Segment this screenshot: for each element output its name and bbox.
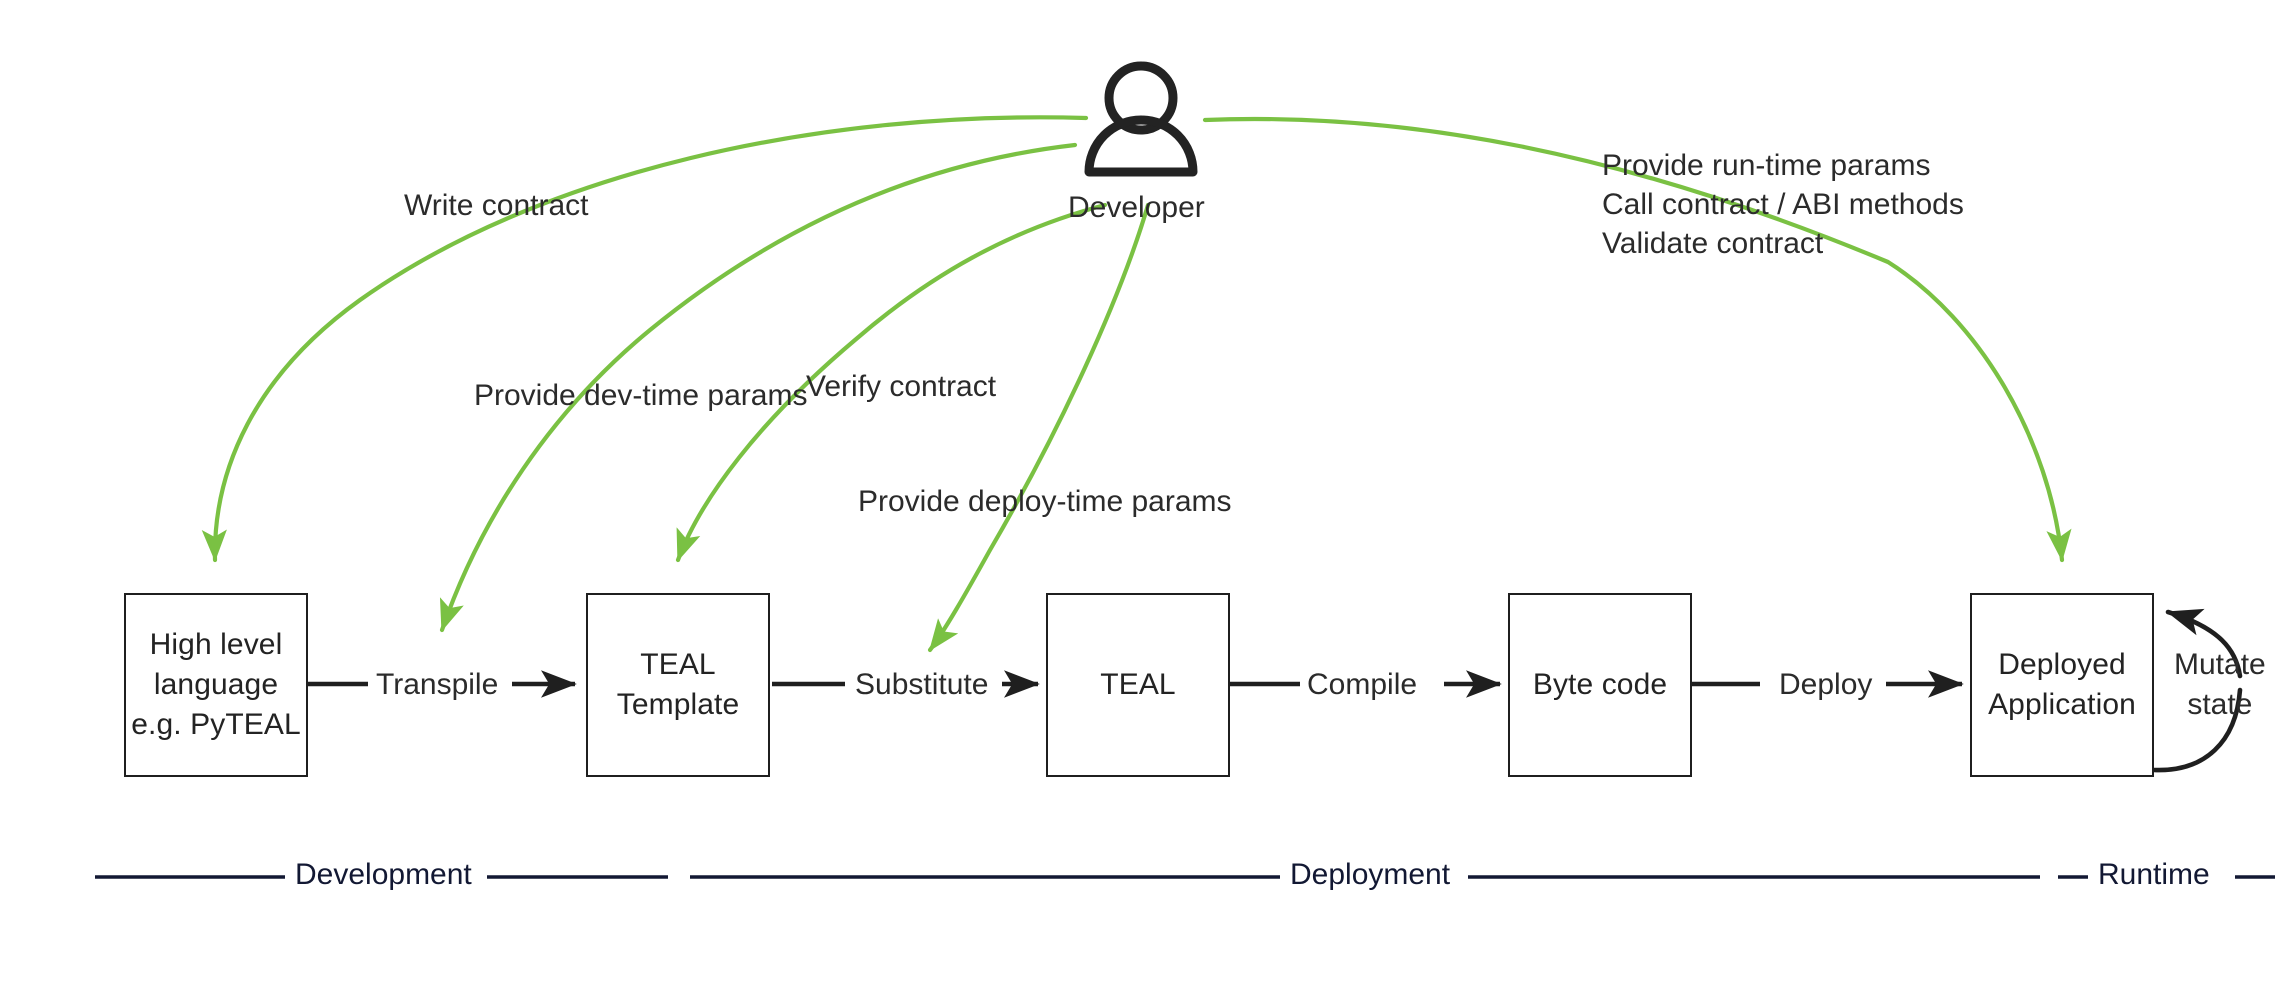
node-deployed-application[interactable]: Deployed Application <box>1970 593 2154 777</box>
phase-label-development: Development <box>285 858 482 892</box>
action-label-provide-dev-time-params: Provide dev-time params <box>474 379 808 412</box>
node-teal[interactable]: TEAL <box>1046 593 1230 777</box>
actor-label-developer: Developer <box>1068 191 1205 224</box>
flow-mutate-state-loop <box>2151 687 2243 773</box>
node-label: Deployed Application <box>1988 648 2136 721</box>
node-label: TEAL <box>1100 668 1176 702</box>
action-label-runtime-actions: Provide run-time params Call contract / … <box>1602 149 1964 260</box>
person-icon <box>1084 61 1198 177</box>
action-label-provide-deploy-time-params: Provide deploy-time params <box>858 485 1232 518</box>
edge-label-mutate-state: Mutate state <box>2174 648 2266 721</box>
edge-write-contract <box>201 115 1089 563</box>
node-label: Byte code <box>1532 668 1668 702</box>
phase-label-runtime: Runtime <box>2088 858 2220 892</box>
flow-edges <box>308 608 2243 773</box>
node-byte-code[interactable]: Byte code <box>1508 593 1692 777</box>
developer-edges <box>201 115 2072 653</box>
action-label-verify-contract: Verify contract <box>806 370 997 403</box>
node-label: TEAL Template <box>616 648 740 721</box>
node-teal-template[interactable]: TEAL Template <box>586 593 770 777</box>
node-label: High level language e.g. PyTEAL <box>131 628 301 741</box>
edge-runtime-actions <box>1202 116 2072 563</box>
edge-provide-dev-time-params <box>439 142 1078 633</box>
action-label-write-contract: Write contract <box>404 189 589 222</box>
edge-verify-contract <box>675 202 1108 563</box>
phase-label-deployment: Deployment <box>1280 858 1461 892</box>
flow-mutate-state-return <box>2165 608 2243 679</box>
edge-label-substitute: Substitute <box>851 665 993 705</box>
edge-label-transpile: Transpile <box>372 665 503 705</box>
edge-provide-deploy-time-params <box>927 202 1151 653</box>
edge-label-compile: Compile <box>1303 665 1422 705</box>
node-high-level-language[interactable]: High level language e.g. PyTEAL <box>124 593 308 777</box>
edge-label-deploy: Deploy <box>1775 665 1877 705</box>
